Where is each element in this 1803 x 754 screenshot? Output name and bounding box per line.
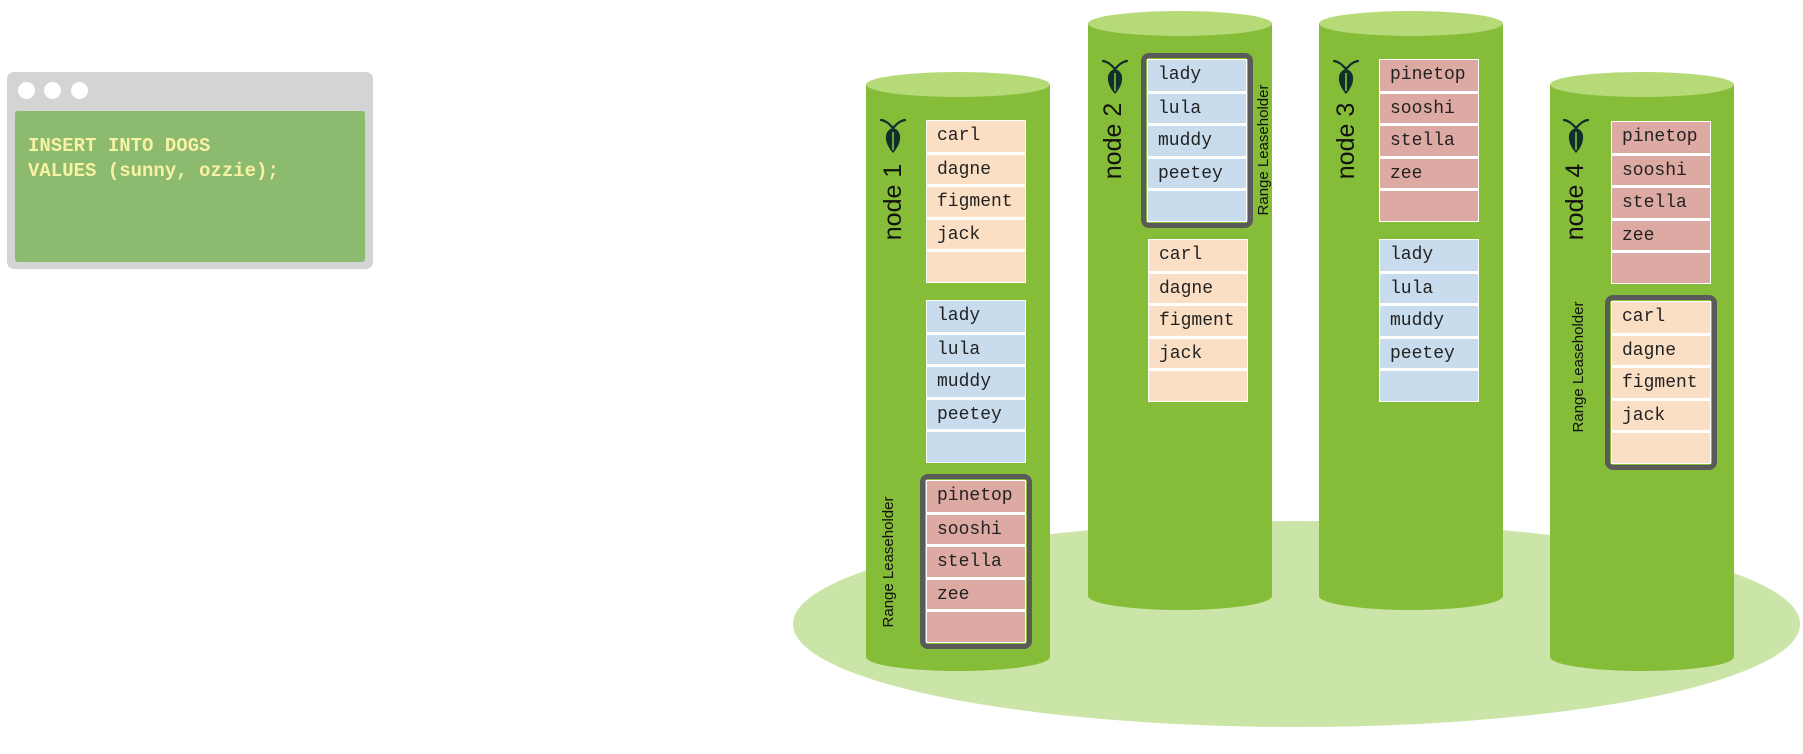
window-dot-icon bbox=[18, 82, 35, 99]
node-label: node 4 bbox=[1561, 163, 1589, 241]
range-pinetop-zee: pinetop sooshi stella zee bbox=[1611, 121, 1711, 284]
cockroach-logo-icon bbox=[1332, 59, 1360, 94]
range-pinetop-zee-leaseholder: pinetop sooshi stella zee bbox=[920, 474, 1032, 649]
range-row: figment bbox=[1611, 366, 1711, 399]
range-lady-peetey-leaseholder: lady lula muddy peetey bbox=[1141, 53, 1253, 228]
range-pinetop-zee: pinetop sooshi stella zee bbox=[1379, 59, 1479, 222]
node-3-cylinder: node 3 pinetop sooshi stella zee lady lu… bbox=[1319, 11, 1503, 611]
range-row: lady bbox=[1147, 59, 1247, 92]
range-carl-jack: carl dagne figment jack bbox=[1148, 239, 1248, 402]
range-leaseholder-label: Range Leaseholder bbox=[1255, 84, 1272, 216]
sql-statement: INSERT INTO DOGS VALUES (sunny, ozzie); bbox=[28, 134, 279, 184]
range-row: stella bbox=[926, 545, 1026, 578]
range-row bbox=[926, 430, 1026, 463]
cockroach-logo-icon bbox=[1562, 118, 1590, 153]
range-row: zee bbox=[1611, 218, 1711, 251]
range-row: zee bbox=[926, 577, 1026, 610]
range-leaseholder-label: Range Leaseholder bbox=[1570, 301, 1587, 433]
node-label: node 1 bbox=[879, 163, 907, 241]
node-4-cylinder: node 4 Range Leaseholder pinetop sooshi … bbox=[1550, 72, 1734, 672]
range-row: sooshi bbox=[1379, 91, 1479, 124]
window-dot-icon bbox=[44, 82, 61, 99]
range-row: muddy bbox=[1379, 304, 1479, 337]
range-row: carl bbox=[1611, 301, 1711, 334]
range-row: peetey bbox=[926, 397, 1026, 430]
range-row bbox=[926, 250, 1026, 283]
window-dot-icon bbox=[71, 82, 88, 99]
range-row bbox=[1379, 369, 1479, 402]
range-row bbox=[1147, 189, 1247, 222]
range-row: figment bbox=[1148, 304, 1248, 337]
range-row: sooshi bbox=[1611, 153, 1711, 186]
range-row bbox=[926, 610, 1026, 643]
range-leaseholder-label: Range Leaseholder bbox=[880, 496, 897, 628]
range-row: stella bbox=[1379, 124, 1479, 157]
range-row: zee bbox=[1379, 156, 1479, 189]
range-row: sooshi bbox=[926, 512, 1026, 545]
sql-line-2: VALUES (sunny, ozzie); bbox=[28, 160, 279, 182]
range-carl-jack-leaseholder: carl dagne figment jack bbox=[1605, 295, 1717, 470]
range-row: dagne bbox=[1611, 333, 1711, 366]
range-row: figment bbox=[926, 185, 1026, 218]
range-row: peetey bbox=[1147, 156, 1247, 189]
sql-terminal-window: INSERT INTO DOGS VALUES (sunny, ozzie); bbox=[7, 72, 373, 269]
range-row: lula bbox=[1379, 271, 1479, 304]
range-row: stella bbox=[1611, 186, 1711, 219]
range-carl-jack: carl dagne figment jack bbox=[926, 120, 1026, 283]
cockroach-logo-icon bbox=[879, 118, 907, 153]
cylinder-top bbox=[1319, 11, 1503, 36]
range-row bbox=[1379, 189, 1479, 222]
node-1-cylinder: node 1 Range Leaseholder carl dagne figm… bbox=[866, 72, 1050, 672]
range-row: peetey bbox=[1379, 336, 1479, 369]
node-2-cylinder: node 2 Range Leaseholder lady lula muddy… bbox=[1088, 11, 1272, 611]
range-row: muddy bbox=[1147, 124, 1247, 157]
range-row: lula bbox=[1147, 91, 1247, 124]
cockroach-logo-icon bbox=[1101, 59, 1129, 94]
range-row: lula bbox=[926, 332, 1026, 365]
range-row: lady bbox=[926, 300, 1026, 333]
node-label: node 3 bbox=[1332, 102, 1360, 180]
range-row: dagne bbox=[1148, 271, 1248, 304]
range-lady-peetey: lady lula muddy peetey bbox=[1379, 239, 1479, 402]
range-row: jack bbox=[926, 217, 1026, 250]
range-row: muddy bbox=[926, 365, 1026, 398]
range-row bbox=[1611, 431, 1711, 464]
range-lady-peetey: lady lula muddy peetey bbox=[926, 300, 1026, 463]
sql-line-1: INSERT INTO DOGS bbox=[28, 135, 211, 157]
cylinder-top bbox=[1088, 11, 1272, 36]
terminal-screen: INSERT INTO DOGS VALUES (sunny, ozzie); bbox=[15, 111, 365, 262]
range-row: dagne bbox=[926, 152, 1026, 185]
cylinder-top bbox=[1550, 72, 1734, 97]
range-row: jack bbox=[1148, 336, 1248, 369]
range-row bbox=[1611, 251, 1711, 284]
range-row: pinetop bbox=[1379, 59, 1479, 92]
range-row: carl bbox=[1148, 239, 1248, 272]
range-row: jack bbox=[1611, 398, 1711, 431]
cylinder-top bbox=[866, 72, 1050, 97]
range-row: carl bbox=[926, 120, 1026, 153]
range-row bbox=[1148, 369, 1248, 402]
range-row: pinetop bbox=[926, 480, 1026, 513]
range-row: lady bbox=[1379, 239, 1479, 272]
node-label: node 2 bbox=[1099, 102, 1127, 180]
range-row: pinetop bbox=[1611, 121, 1711, 154]
